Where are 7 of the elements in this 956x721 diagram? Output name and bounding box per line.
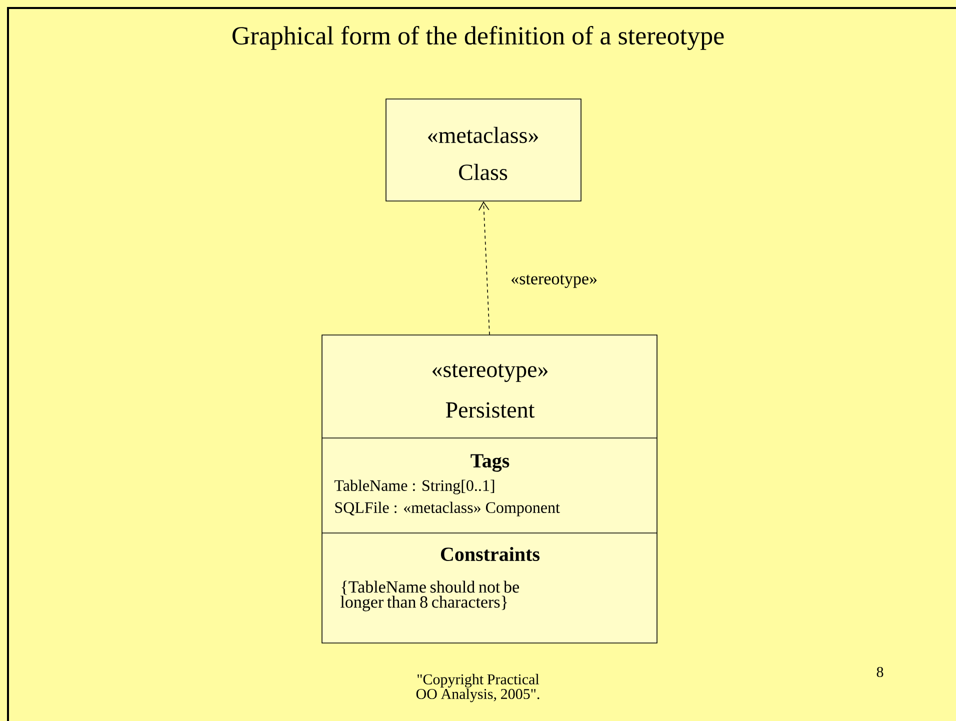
page-number: 8 (876, 666, 884, 678)
edge-label: «stereotype» (512, 274, 597, 288)
title: Graphical form of the definition of a stereotype (232, 26, 724, 50)
class-box: «metaclass» Class (386, 98, 582, 202)
copyright-note: "Copyright Practical OO Analysis, 2005". (416, 674, 540, 702)
class-box: «stereotype» Persistent Tags TableName : String[0..1] SQLFile : «metaclass» Component Constraints {TableName should not be longer than 8 characters} (322, 334, 658, 644)
dependency-arrow (478, 201, 490, 335)
